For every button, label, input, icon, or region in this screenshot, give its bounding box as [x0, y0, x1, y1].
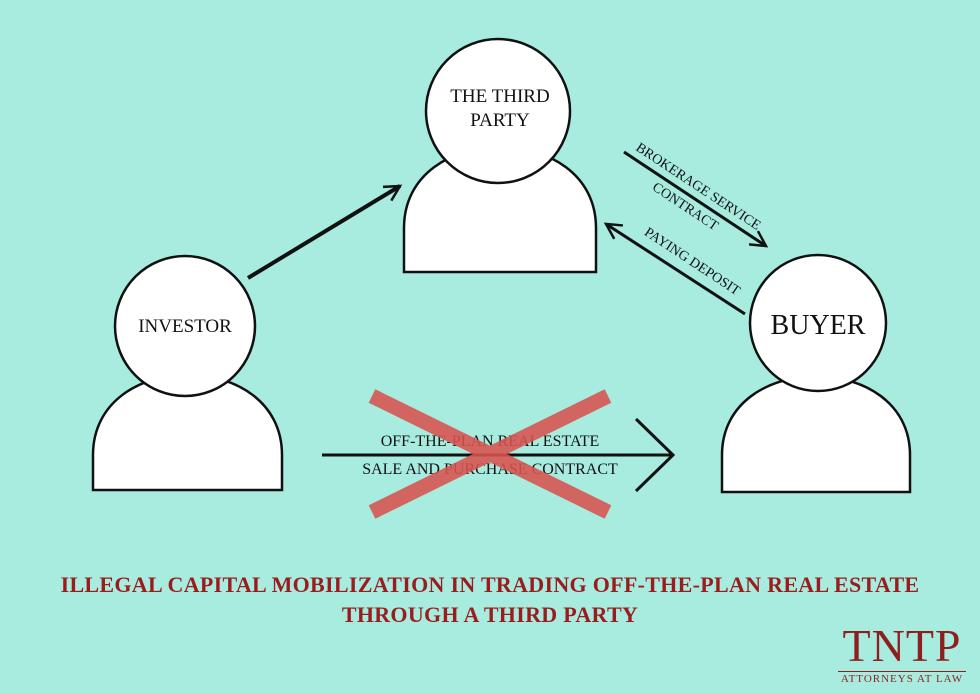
tntp-logo: TNTP ATTORNEYS AT LAW: [832, 623, 972, 685]
third-party-label-line1: THE THIRD: [450, 86, 549, 107]
deposit-label: PAYING DEPOSIT: [641, 225, 743, 299]
direct-contract-label-line2: SALE AND PURCHASE CONTRACT: [362, 461, 618, 478]
logo-divider: [838, 671, 966, 672]
investor-to-third-party-arrow: [246, 184, 403, 280]
direct-contract-label-line1: OFF-THE-PLAN REAL ESTATE: [381, 433, 600, 450]
third-party-person-icon: [402, 37, 598, 274]
logo-name: TNTP: [842, 620, 962, 671]
prohibited-cross-mark: [368, 389, 612, 519]
diagram-title-line2: THROUGH A THIRD PARTY: [341, 602, 639, 627]
direct-contract-arrowhead: [634, 417, 676, 493]
buyer-label: BUYER: [771, 310, 866, 341]
investor-person-icon: [91, 254, 284, 492]
brokerage-contract-arrow: [623, 150, 769, 248]
diagram-title-line1: ILLEGAL CAPITAL MOBILIZATION IN TRADING …: [60, 572, 920, 597]
paying-deposit-arrow: [603, 222, 746, 316]
third-party-label-line2: PARTY: [470, 110, 530, 131]
buyer-person-icon: [720, 253, 912, 494]
investor-label: INVESTOR: [138, 316, 232, 337]
logo-subtitle: ATTORNEYS AT LAW: [840, 673, 964, 685]
